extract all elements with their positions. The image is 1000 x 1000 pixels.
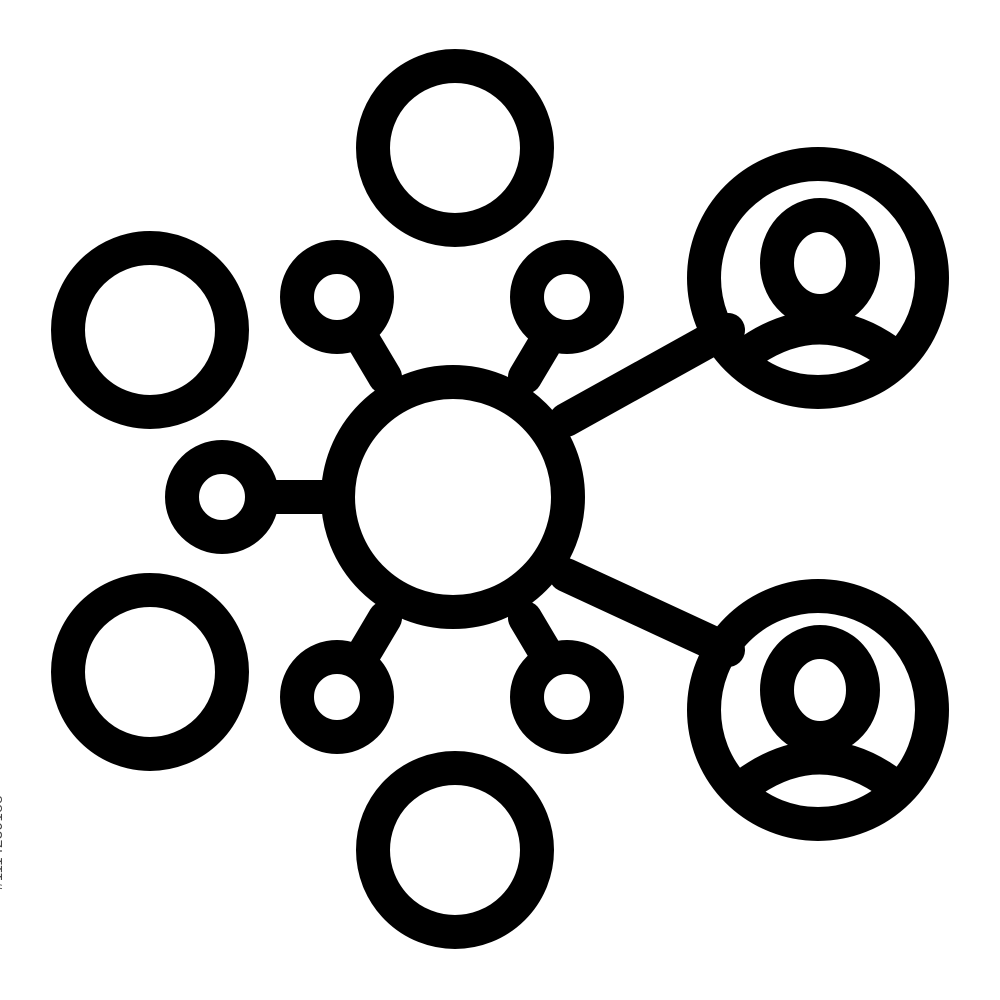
user-node [687, 579, 949, 841]
user-shoulders-icon [728, 740, 910, 802]
connector-line [549, 558, 745, 667]
user-node [687, 147, 949, 409]
user-head-icon [760, 198, 880, 328]
user-node-ring [687, 147, 949, 409]
user-node-ring [687, 579, 949, 841]
large-empty-node [356, 49, 554, 247]
small-node [280, 240, 394, 354]
small-node [510, 240, 624, 354]
large-empty-node [356, 751, 554, 949]
large-empty-node [51, 573, 249, 771]
stock-id-label: #1114239188 [0, 794, 6, 890]
small-node [510, 640, 624, 754]
large-empty-node [51, 231, 249, 429]
small-node [165, 440, 279, 554]
connector-line [549, 313, 745, 437]
user-shoulders-icon [728, 310, 910, 372]
hub-node [321, 365, 585, 629]
small-node [280, 640, 394, 754]
user-head-icon [760, 625, 880, 755]
